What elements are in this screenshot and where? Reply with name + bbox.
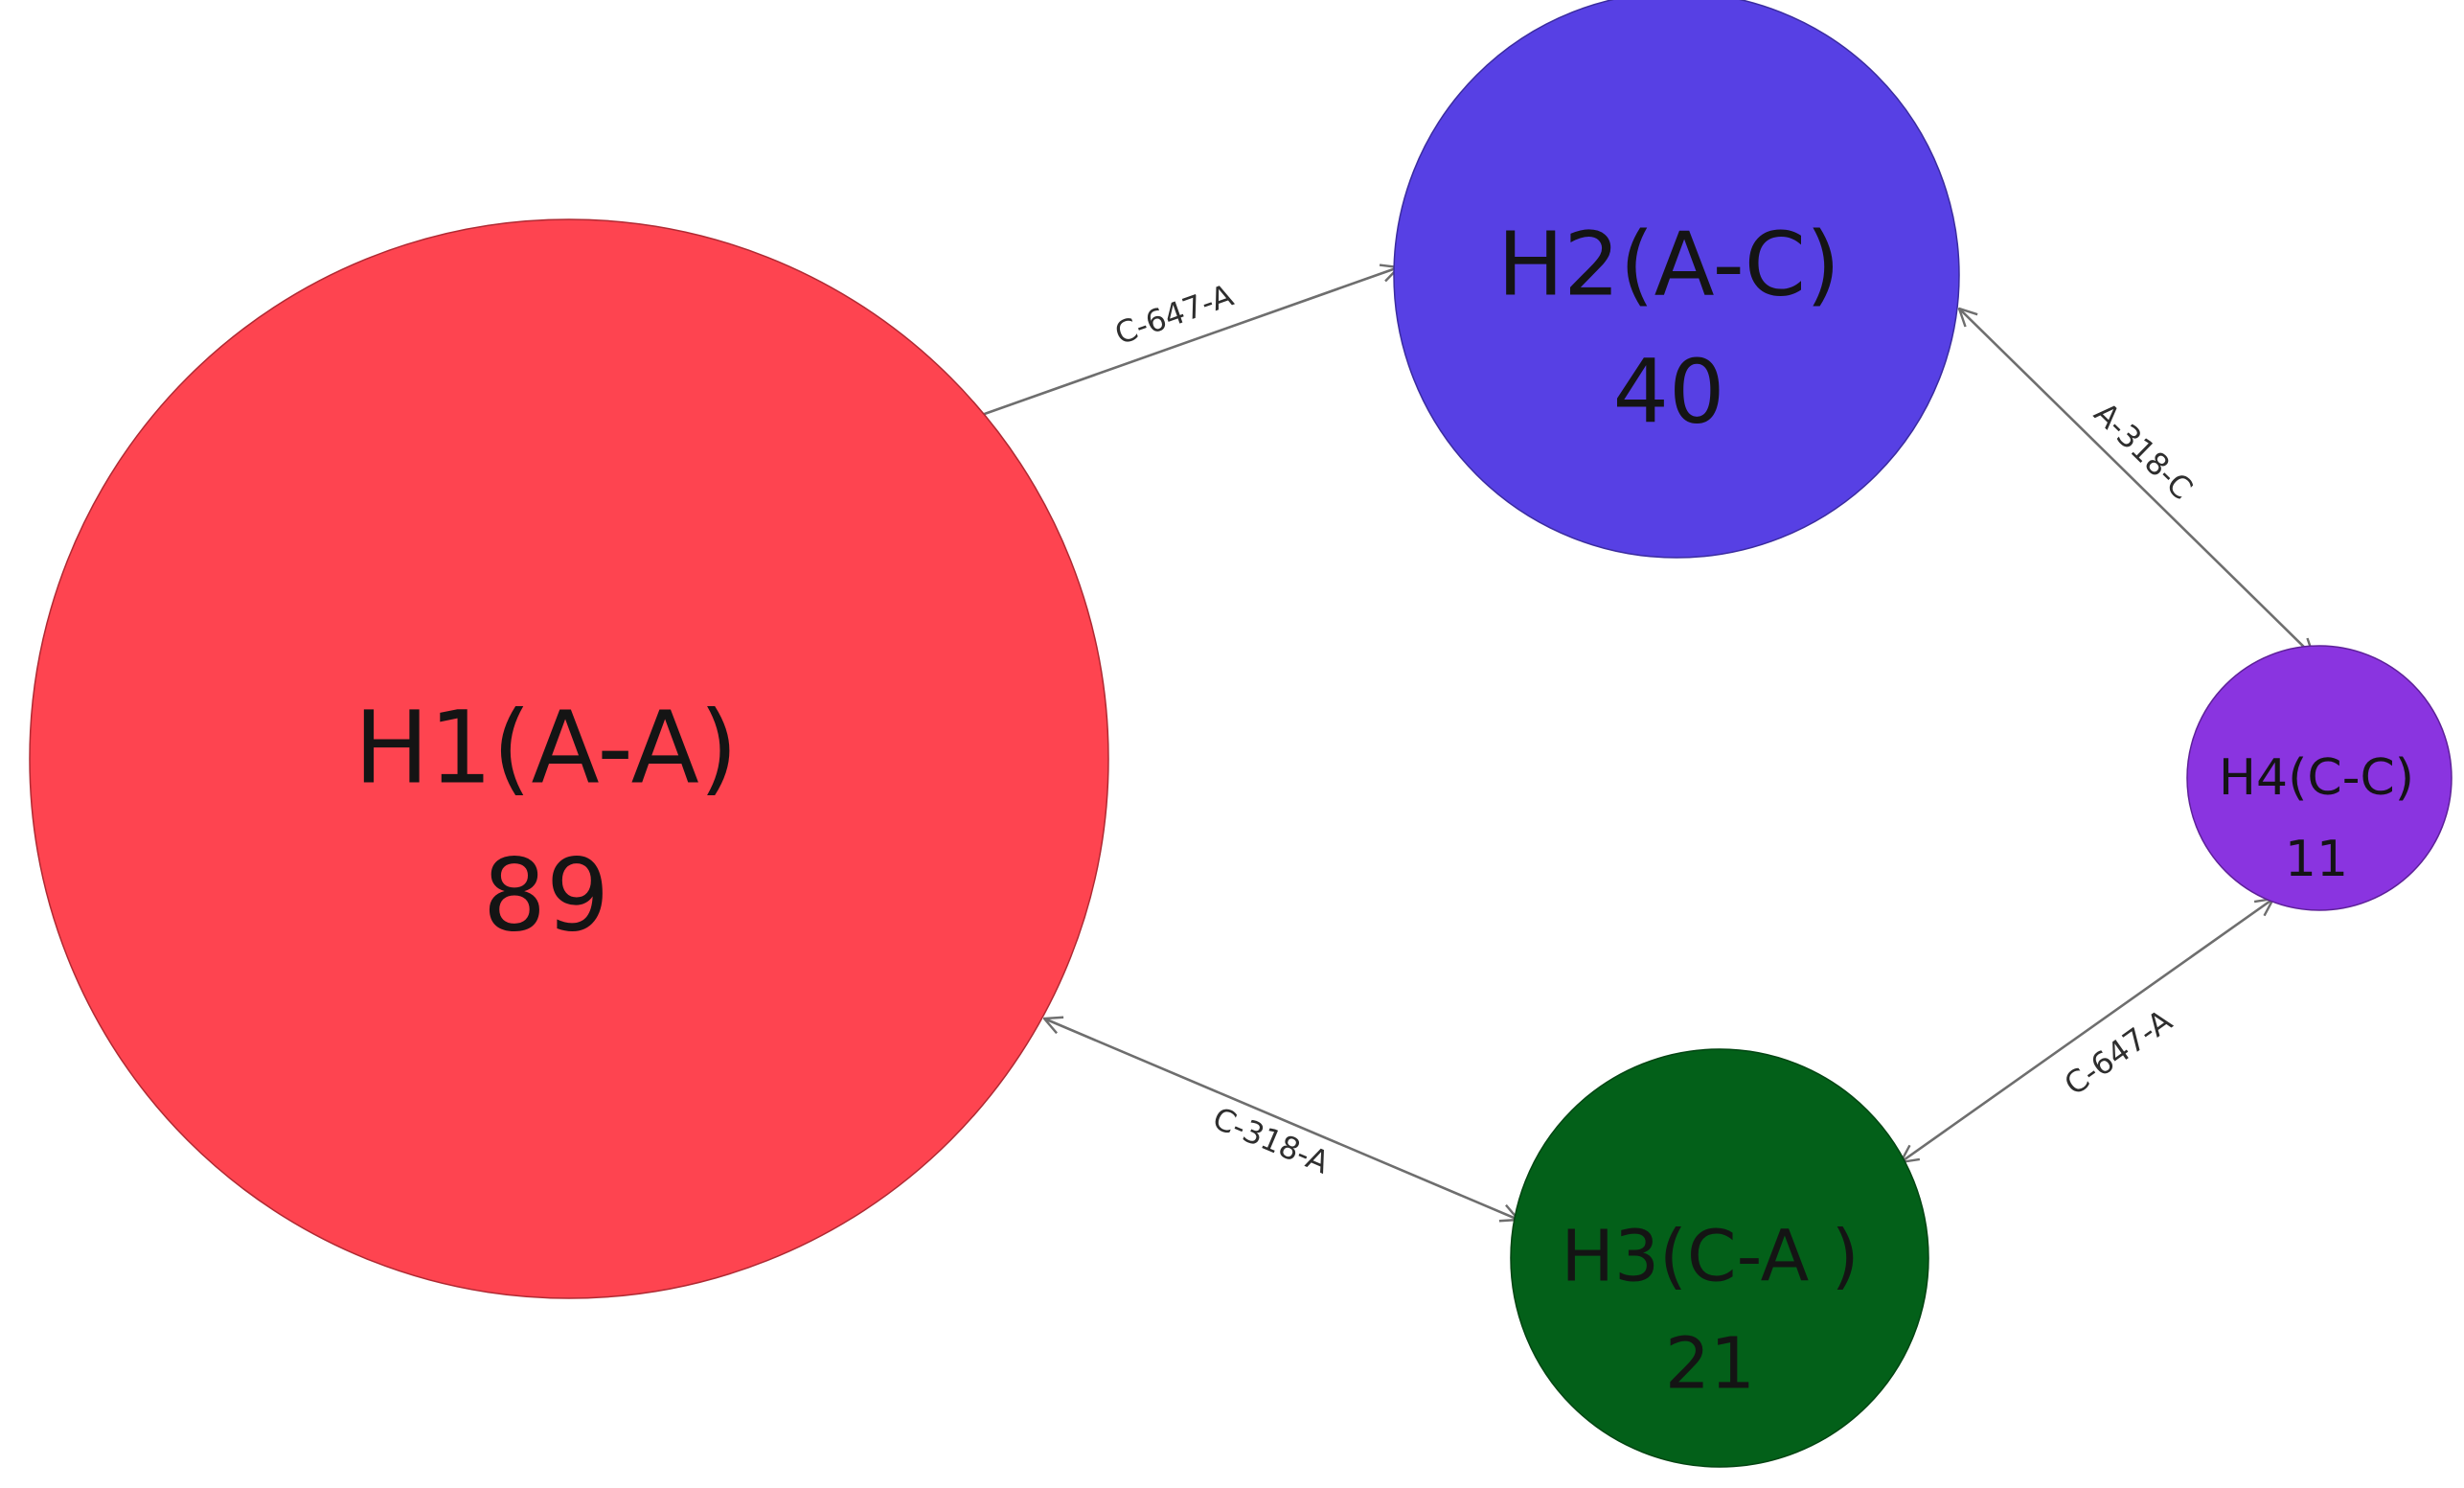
edge-label-h1-h2: C-647-A (1110, 277, 1238, 352)
node-h3: H3(C-A ) 21 (1510, 1048, 1929, 1468)
node-h2-count: 40 (1612, 340, 1724, 443)
node-h1-name: H1(A-A) (354, 689, 739, 806)
node-h2: H2(A-C) 40 (1393, 0, 1960, 559)
node-h3-circle (1510, 1048, 1929, 1468)
node-h1: H1(A-A) 89 (29, 218, 1109, 1299)
edge-h1-h3 (1044, 1019, 1518, 1220)
edge-h2-h4 (1959, 309, 2314, 656)
node-h4-count: 11 (2285, 831, 2348, 888)
node-h4-name: H4(C-C) (2219, 749, 2414, 807)
node-h3-count: 21 (1665, 1323, 1755, 1406)
node-h4: H4(C-C) 11 (2186, 645, 2453, 911)
node-h2-circle (1393, 0, 1960, 559)
node-h1-count: 89 (483, 836, 609, 953)
edge-h1-h2 (963, 267, 1399, 422)
edge-label-h1-h3: C-318-A (1208, 1100, 1335, 1181)
edge-h3-h4 (1901, 899, 2273, 1162)
edge-label-h3-h4: C-647-A (2058, 1002, 2179, 1103)
node-h3-name: H3(C-A ) (1561, 1216, 1859, 1298)
edges-layer (963, 267, 2314, 1220)
node-h2-name: H2(A-C) (1497, 213, 1840, 315)
node-h1-circle (29, 218, 1109, 1299)
node-h4-circle (2186, 645, 2453, 911)
